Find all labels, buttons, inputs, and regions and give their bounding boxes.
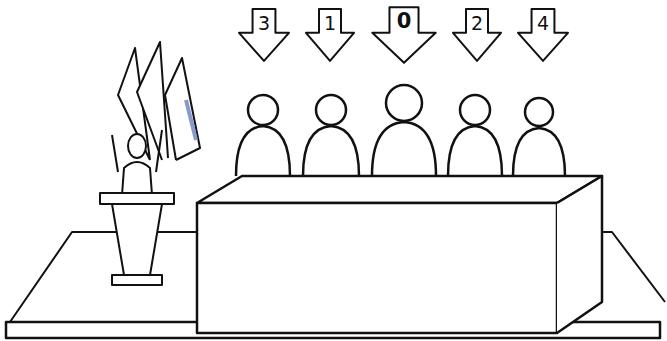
flag-stripe — [186, 100, 196, 140]
podium-stand — [112, 204, 162, 275]
speaker-head — [128, 134, 146, 158]
flag — [165, 58, 200, 160]
panel-members — [236, 85, 565, 176]
callout-number: 2 — [452, 12, 502, 34]
callout-number: 4 — [517, 12, 569, 34]
table-front — [197, 203, 557, 333]
callout-number: 0 — [371, 10, 437, 32]
podium-base — [112, 275, 162, 285]
speaker-body — [122, 162, 152, 195]
speaker-arms — [112, 130, 162, 172]
callout-number: 3 — [238, 12, 290, 34]
table-side — [557, 176, 602, 333]
table-top — [197, 176, 602, 203]
down-arrow: 3 — [238, 8, 290, 62]
down-arrow: 0 — [371, 6, 437, 64]
down-arrow: 4 — [517, 8, 569, 62]
callout-number: 1 — [305, 12, 355, 34]
down-arrow: 1 — [305, 8, 355, 62]
podium-top — [100, 193, 174, 204]
down-arrow: 2 — [452, 8, 502, 62]
